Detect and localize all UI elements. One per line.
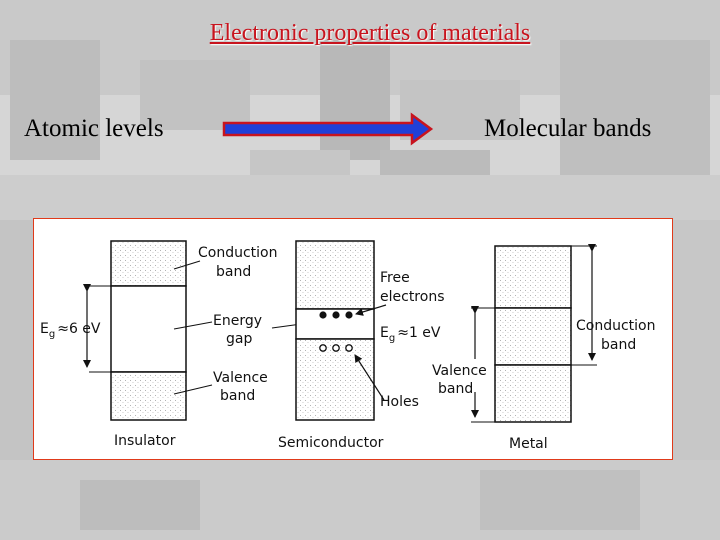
- insulator-conduction-label-1: Conduction: [198, 245, 278, 261]
- hole: [332, 344, 340, 352]
- insulator-gap-pointer: [173, 321, 213, 330]
- free-electron: [345, 311, 353, 319]
- band-diagram-panel: Eg≈6 eV Conduction band Energy gap Valen…: [33, 218, 673, 460]
- semiconductor-caption: Semiconductor: [278, 435, 384, 451]
- semiconductor-valence-band: [295, 338, 375, 421]
- insulator-valence-label-1: Valence: [213, 370, 268, 386]
- metal-overlap-region: [494, 307, 572, 366]
- metal-conduction-label-1: Conduction: [576, 318, 656, 334]
- free-electrons-label-2: electrons: [380, 289, 444, 305]
- right-arrow-icon: [222, 112, 434, 146]
- semiconductor-diagram: Free electrons Eg≈1 eV Holes Semiconduct…: [278, 240, 444, 451]
- insulator-caption: Insulator: [114, 433, 176, 449]
- slide-title: Electronic properties of materials: [209, 20, 531, 46]
- free-electron: [319, 311, 327, 319]
- insulator-conduction-pointer: [173, 260, 201, 270]
- semiconductor-eg-label: Eg≈1 eV: [380, 325, 441, 344]
- metal-caption: Metal: [509, 436, 548, 452]
- insulator-valence-label-2: band: [220, 388, 255, 404]
- molecular-bands-label: Molecular bands: [484, 115, 652, 142]
- metal-diagram: Valence band Conduction band Metal: [432, 244, 656, 452]
- insulator-gap-label-1: Energy: [213, 313, 262, 329]
- hole: [345, 344, 353, 352]
- insulator-eg-label: Eg≈6 eV: [40, 321, 101, 340]
- metal-conduction-band: [494, 245, 572, 309]
- insulator-conduction-label-2: band: [216, 264, 251, 280]
- insulator-conduction-band: [110, 240, 187, 287]
- insulator-diagram: Eg≈6 eV Conduction band Energy gap Valen…: [40, 240, 317, 449]
- atomic-levels-label: Atomic levels: [24, 115, 164, 142]
- metal-conduction-label-2: band: [601, 337, 636, 353]
- free-electron: [332, 311, 340, 319]
- holes-arrow: [354, 354, 385, 401]
- holes-label: Holes: [380, 394, 419, 410]
- free-electrons-label-1: Free: [380, 270, 410, 286]
- insulator-valence-band: [110, 371, 187, 421]
- free-electrons-arrow: [355, 304, 387, 316]
- insulator-energy-gap: [110, 285, 187, 373]
- semiconductor-conduction-band: [295, 240, 375, 310]
- metal-valence-band: [494, 364, 572, 423]
- metal-valence-label-2: band: [438, 381, 473, 397]
- metal-valence-label-1: Valence: [432, 363, 487, 379]
- insulator-valence-pointer: [173, 384, 213, 395]
- hole: [319, 344, 327, 352]
- band-diagram: Eg≈6 eV Conduction band Energy gap Valen…: [40, 240, 656, 452]
- insulator-gap-label-2: gap: [226, 331, 252, 347]
